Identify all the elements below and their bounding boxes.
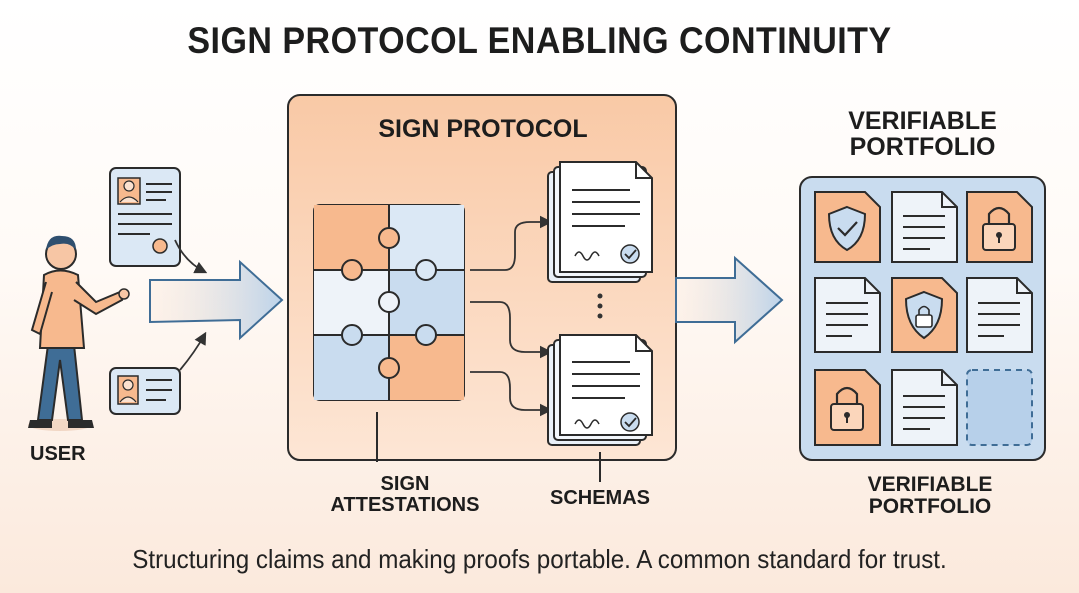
document-icon: [814, 277, 881, 353]
verifiable-portfolio-title: VERIFIABLE PORTFOLIO: [848, 107, 997, 162]
page-title: SIGN PROTOCOL ENABLING CONTINUITY: [187, 20, 892, 61]
padlock-icon: [814, 369, 881, 446]
shield-check-icon: [814, 191, 881, 263]
verifiable-portfolio-label: VERIFIABLE PORTFOLIO: [867, 473, 993, 519]
empty-slot: [966, 369, 1033, 446]
caption: Structuring claims and making proofs por…: [132, 544, 947, 574]
sign-protocol-title: SIGN PROTOCOL: [378, 115, 588, 143]
arrow-icon: [149, 259, 284, 341]
shield-lock-icon: [891, 277, 958, 353]
puzzle-icon: [313, 204, 465, 401]
id-card-icon: [109, 367, 181, 415]
document-icon: [891, 191, 958, 263]
sign-attestations-label: SIGN ATTESTATIONS: [330, 473, 480, 516]
arrow-icon: [675, 255, 784, 345]
id-card-icon: [109, 167, 181, 267]
user-figure-icon: [28, 235, 130, 431]
user-label: USER: [30, 443, 86, 465]
document-stack-icon: [547, 161, 653, 283]
document-icon: [966, 277, 1033, 353]
schemas-label: SCHEMAS: [549, 487, 650, 509]
document-stack-icon: [547, 334, 653, 446]
padlock-icon: [966, 191, 1033, 263]
document-icon: [891, 369, 958, 446]
